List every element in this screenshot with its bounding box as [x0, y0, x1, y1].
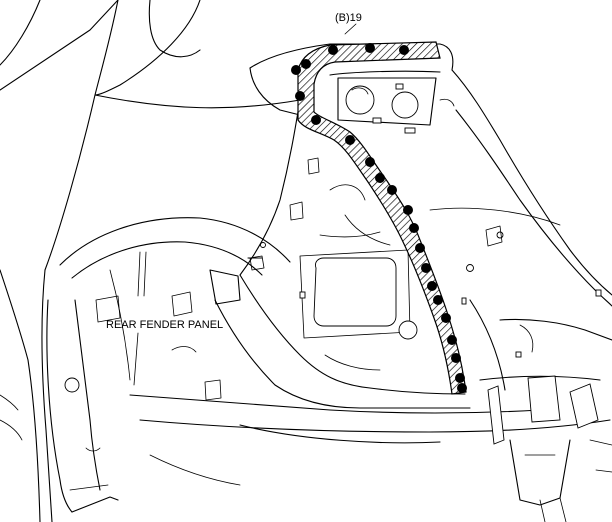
rear-fender-panel-label: REAR FENDER PANEL [106, 319, 223, 331]
sealer-band [297, 41, 467, 395]
weld-spot [365, 43, 375, 53]
weld-spot [345, 135, 355, 145]
weld-spots [291, 43, 467, 393]
weld-spot [433, 295, 443, 305]
inner-panel [129, 99, 611, 433]
weld-spot [403, 205, 413, 215]
weld-spot [387, 185, 397, 195]
leader-lines [133, 23, 357, 386]
weld-spot [301, 59, 311, 69]
weld-spot [409, 223, 419, 233]
weld-spot [455, 373, 465, 383]
weld-spot [451, 353, 461, 363]
weld-spot [447, 335, 457, 345]
body-outline [0, 0, 301, 522]
weld-spot [311, 115, 321, 125]
weld-spot [375, 173, 385, 183]
weld-spot [328, 45, 338, 55]
weld-spot [421, 263, 431, 273]
weld-spot [365, 157, 375, 167]
weld-spot [399, 45, 409, 55]
weld-spot [441, 313, 451, 323]
weld-spot [415, 243, 425, 253]
weld-spot [291, 65, 301, 75]
wheel-arch [46, 217, 291, 513]
weld-spot [427, 281, 437, 291]
weld-spot [295, 91, 305, 101]
weld-spot [457, 383, 467, 393]
sealer-callout: (B)19 [335, 12, 362, 24]
rear-body-structure [149, 43, 612, 522]
